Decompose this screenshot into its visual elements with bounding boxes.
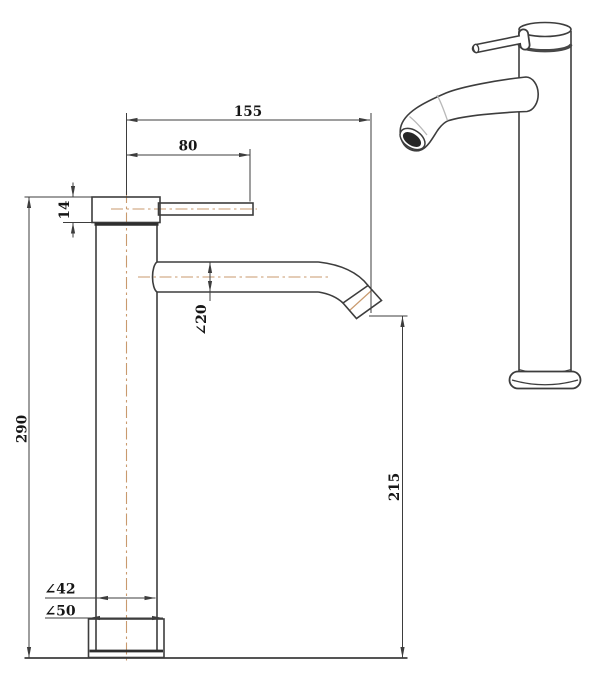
front-view: 155 80 14 290 ∠20 215 ∠42 ∠50 — [15, 104, 408, 663]
handle-3d — [471, 28, 531, 54]
dimension-lines — [24, 113, 408, 659]
cartridge-cap — [91, 196, 161, 224]
spout-inner-bend — [318, 291, 344, 304]
centerlines — [111, 191, 372, 663]
dim-label-spout-height: 215 — [387, 473, 403, 501]
base-flange-inner-arc — [511, 379, 579, 386]
handle-tip-cap — [472, 43, 480, 54]
dimension-labels: 155 80 14 290 ∠20 215 ∠42 ∠50 — [15, 104, 404, 620]
dim-label-body-diameter: ∠42 — [44, 582, 75, 598]
dim-label-cap-height: 14 — [57, 201, 73, 220]
body-fill — [519, 35, 571, 371]
cap-top-3d — [518, 21, 572, 38]
spout-tube — [399, 76, 539, 152]
dim-label-handle-reach: 80 — [179, 139, 198, 155]
base-3d — [508, 369, 582, 390]
dim-label-spout-diameter: ∠20 — [194, 304, 210, 335]
spout-3d — [399, 76, 539, 152]
dim-label-total-height: 290 — [15, 415, 31, 443]
dim-label-base-diameter: ∠50 — [44, 604, 75, 620]
spout-bend-seam — [436, 94, 449, 121]
dim-label-spout-reach: 155 — [234, 104, 262, 120]
handle-stub-fill — [519, 30, 529, 49]
outlet-centerline — [349, 290, 372, 311]
perspective-view — [399, 21, 582, 390]
outlet-opening — [402, 132, 422, 147]
spout-outer-bend — [318, 261, 369, 286]
handle-lever — [157, 202, 254, 216]
handle-rod-fill — [473, 36, 525, 52]
spout-root-arc — [151, 261, 158, 293]
spout-nozzle-seam — [409, 115, 428, 136]
spout-nozzle-tip — [341, 284, 383, 320]
faucet-outline — [87, 196, 383, 659]
base-flange-3d — [508, 370, 582, 390]
